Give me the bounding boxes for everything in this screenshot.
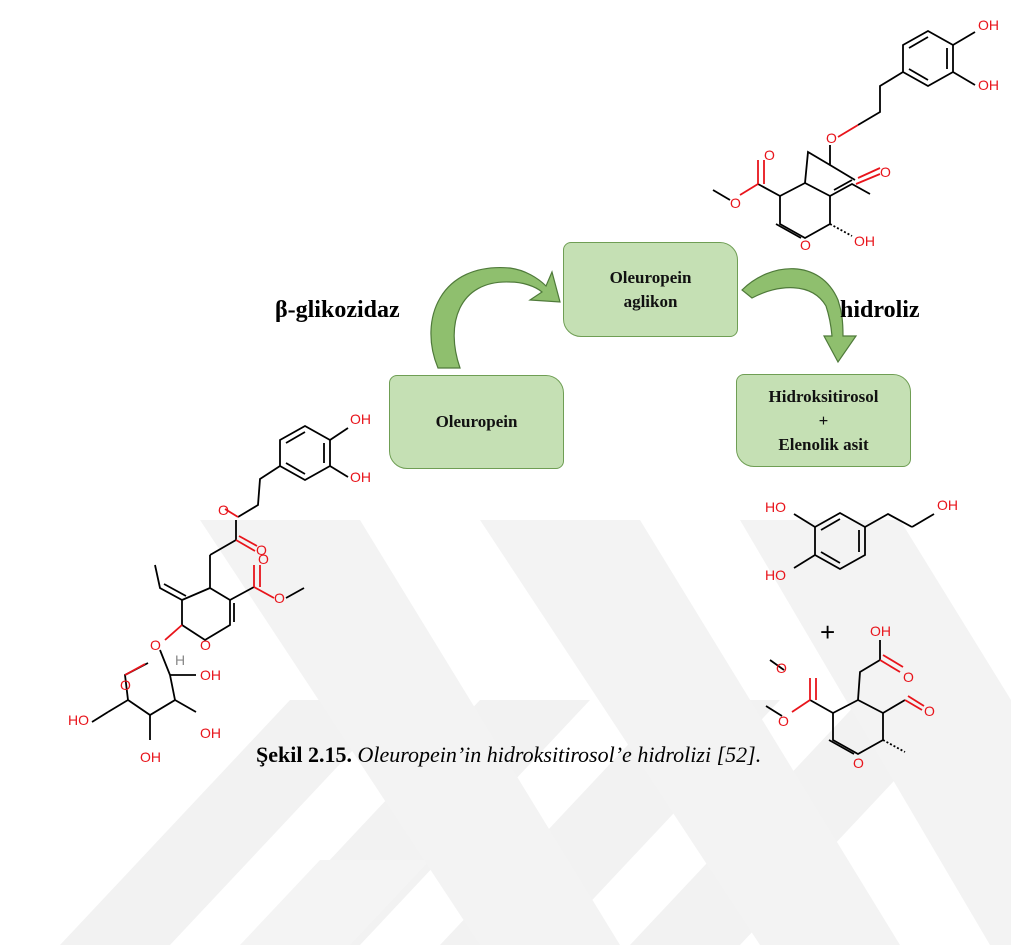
hidroliz-arrow [741,268,858,364]
svg-text:O: O [764,147,775,163]
aglikon-line-1: Oleuropein [609,267,692,287]
hidroliz-label: hidroliz [840,297,920,323]
svg-text:OH: OH [854,233,875,249]
svg-text:O: O [150,637,161,653]
plus-sign: + [820,617,836,647]
hydroxytyrosol-labels: HO HO OH [765,497,958,583]
svg-text:HO: HO [68,712,89,728]
oleuropein-label: Oleuropein [435,412,518,431]
oleuropein-box: Oleuropein [389,375,564,469]
svg-text:OH: OH [200,725,221,741]
glikozidaz-label: β-glikozidaz [275,297,400,323]
svg-text:OH: OH [140,749,161,765]
svg-text:OH: OH [870,623,891,639]
svg-text:O: O [274,590,285,606]
caption-number: Şekil 2.15. [256,742,352,767]
products-line-3: Elenolik asit [778,434,869,454]
svg-text:OH: OH [978,17,999,33]
svg-text:O: O [776,660,787,676]
elenolic-acid-structure [765,640,925,756]
caption-text: Oleuropein’in hidroksitirosol’e hidroliz… [351,742,762,767]
svg-text:O: O [853,755,864,771]
glikozidaz-arrow [430,267,561,369]
svg-text:O: O [880,164,891,180]
products-line-2: + [818,410,829,430]
oleuropein-labels: OH OH O O O O O O O OH OH OH HO [68,411,371,765]
svg-text:O: O [730,195,741,211]
svg-text:O: O [778,713,789,729]
svg-text:OH: OH [937,497,958,513]
svg-text:HO: HO [765,499,786,515]
svg-text:O: O [200,637,211,653]
svg-text:O: O [256,542,267,558]
oleuropein-aglikon-box: Oleuropein aglikon [563,242,738,337]
hydroxytyrosol-structure [793,511,935,571]
figure-caption: Şekil 2.15. Oleuropein’in hidroksitiroso… [256,742,761,768]
svg-text:OH: OH [978,77,999,93]
svg-text:O: O [120,677,131,693]
svg-text:O: O [800,237,811,253]
products-line-1: Hidroksitirosol [768,386,879,406]
svg-text:OH: OH [350,469,371,485]
svg-text:HO: HO [765,567,786,583]
svg-text:O: O [258,551,269,567]
svg-text:O: O [903,669,914,685]
svg-text:H: H [175,652,185,668]
svg-text:OH: OH [200,667,221,683]
aglikon-line-2: aglikon [623,291,678,311]
svg-text:O: O [924,703,935,719]
oleuropein-aglikon-labels: OH OH O O O O O OH [730,17,999,253]
svg-text:O: O [218,502,229,518]
svg-text:OH: OH [350,411,371,427]
oleuropein-aglikon-structure [712,29,976,240]
svg-text:O: O [826,130,837,146]
oleuropein-structure [91,424,349,740]
products-box: Hidroksitirosol + Elenolik asit [736,374,911,467]
elenolic-acid-labels: OH O O O O O [776,623,935,771]
